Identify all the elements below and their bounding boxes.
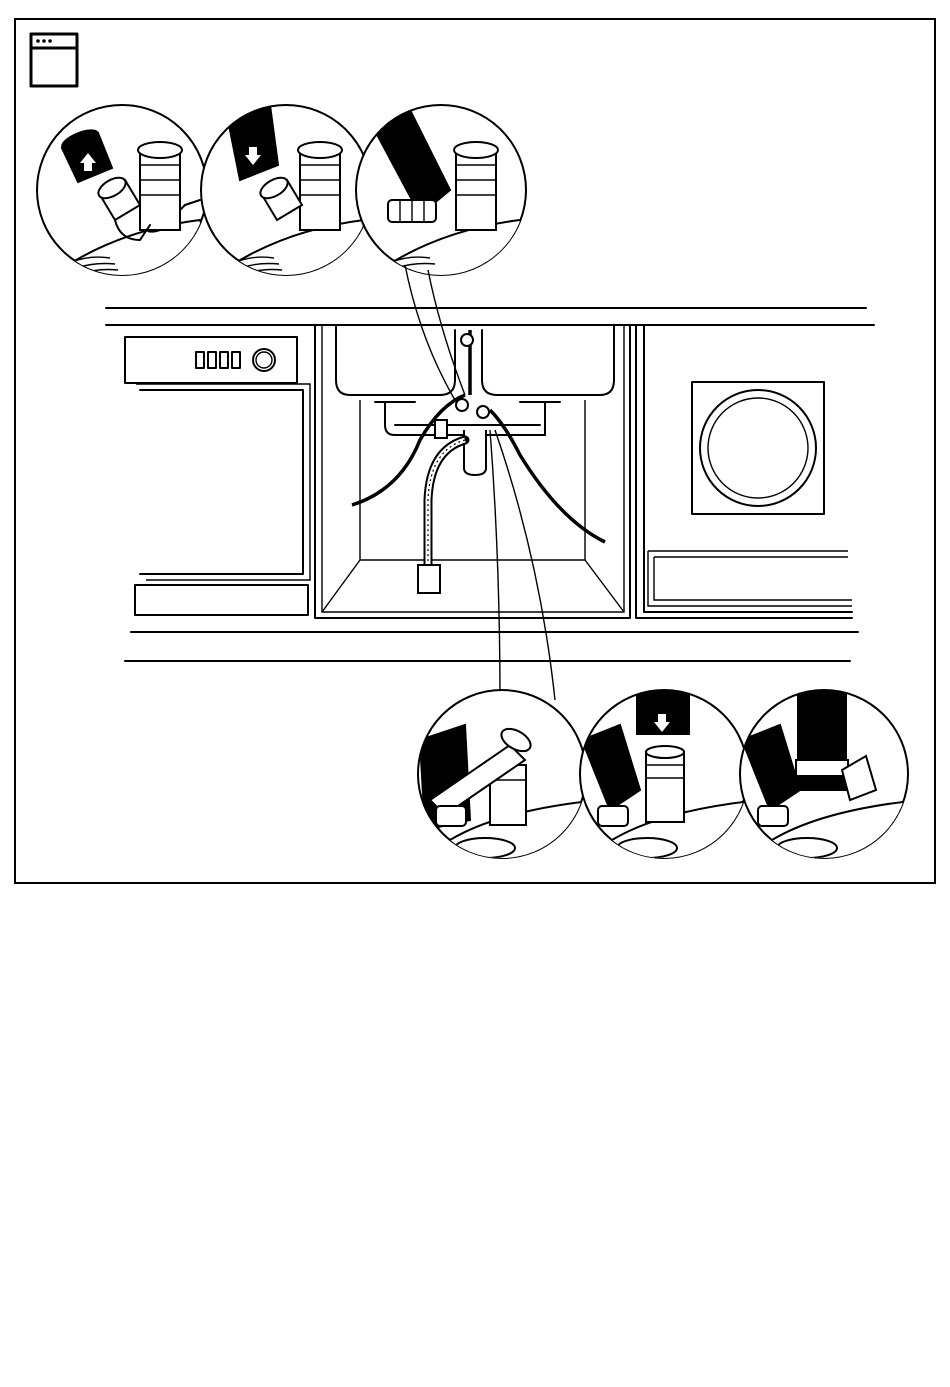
installation-illustration bbox=[0, 0, 950, 900]
detail-remove-cap bbox=[37, 105, 215, 290]
dishwasher bbox=[125, 337, 310, 615]
detail-push-hose bbox=[201, 105, 379, 290]
detail-push-hose-bottom bbox=[580, 690, 760, 870]
detail-cut-nozzle bbox=[418, 690, 600, 870]
washing-machine bbox=[636, 325, 852, 618]
dishwasher-symbol-icon bbox=[31, 34, 77, 86]
sink-cabinet bbox=[315, 325, 630, 618]
plinth bbox=[125, 632, 858, 661]
detail-tighten-clamp bbox=[356, 105, 535, 290]
control-buttons bbox=[196, 352, 240, 368]
detail-tighten-clamp-bottom bbox=[740, 690, 920, 870]
counter-top bbox=[106, 308, 874, 325]
